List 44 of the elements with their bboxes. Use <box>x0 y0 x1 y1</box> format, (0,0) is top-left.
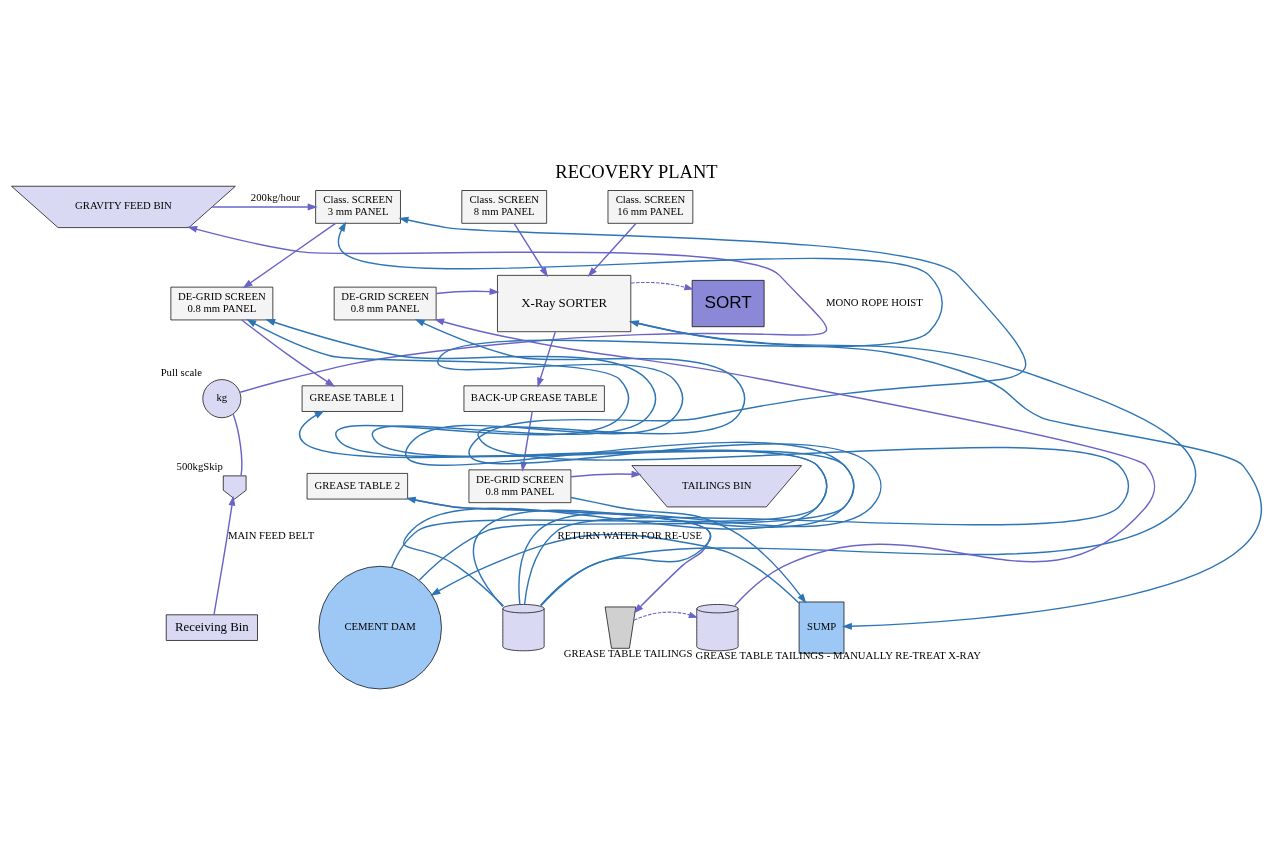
arrow <box>513 222 548 277</box>
connector <box>232 412 243 476</box>
edge-label: MAIN FEED BELT <box>227 528 315 541</box>
node-label: GREASE TABLE TAILINGS <box>563 646 693 659</box>
arrow <box>435 287 500 295</box>
node-box: DE-GRID SCREEN 0.8 mm PANEL <box>468 469 572 503</box>
arrow <box>630 320 1261 630</box>
node-circle: kg <box>202 378 242 418</box>
node-label: 500kgSkip <box>176 459 223 472</box>
arrow <box>242 222 337 288</box>
node-box: Receiving Bin <box>165 613 258 641</box>
node-box: BACK-UP GREASE TABLE <box>463 384 605 412</box>
node-box: Class. SCREEN 3 mm PANEL <box>315 189 401 224</box>
edge-label: 200kg/hour <box>250 190 301 203</box>
arrow <box>587 222 637 277</box>
node-box: SORT <box>691 279 765 327</box>
node-label: Pull scale <box>160 365 202 378</box>
arrow <box>187 225 827 393</box>
node-box: Class. SCREEN 8 mm PANEL <box>461 189 547 224</box>
arrow <box>570 470 642 478</box>
arrow <box>570 496 807 604</box>
arrow <box>398 216 1027 605</box>
node-bin <box>604 606 637 649</box>
arrow <box>539 319 1197 606</box>
arrow <box>633 611 699 621</box>
arrow <box>265 318 855 607</box>
node-box <box>222 475 247 499</box>
arrow <box>211 202 318 210</box>
node-box: GREASE TABLE 1 <box>301 384 403 412</box>
arrow <box>298 410 828 607</box>
node-box: Class. SCREEN 16 mm PANEL <box>607 189 694 224</box>
node-box: GREASE TABLE 2 <box>306 472 408 499</box>
arrow <box>213 495 236 615</box>
arrow <box>246 318 828 568</box>
arrow <box>630 281 694 290</box>
arrow <box>537 330 557 388</box>
node-box: X-Ray SORTER <box>497 274 632 332</box>
diagram-title: RECOVERY PLANT <box>555 160 718 182</box>
node-box: DE-GRID SCREEN 0.8 mm PANEL <box>333 286 437 320</box>
arrow <box>241 318 336 387</box>
arrow <box>337 221 943 581</box>
arrow <box>430 533 800 604</box>
node-box: DE-GRID SCREEN 0.8 mm PANEL <box>170 286 274 320</box>
edge-label: MONO ROPE HOIST <box>825 295 923 308</box>
